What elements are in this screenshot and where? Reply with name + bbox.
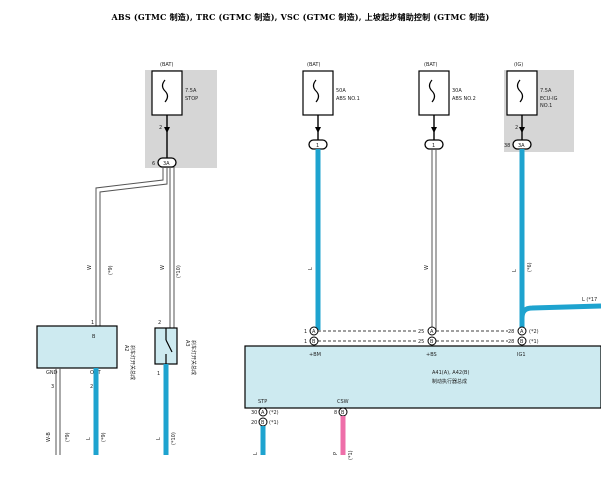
wire-abs1-color: L [308,267,314,270]
act-conn-30: A [261,410,265,416]
act-conn-1a: A [312,329,316,335]
wire-ig-color: L [512,269,518,272]
wire-stop-white [95,167,175,332]
actuator-bottom-pins: 30 A (*2) 20 B (*1) 8 B [251,407,348,427]
act-conn-8: B [341,410,345,416]
fuse-stop-pin: 2 [159,125,162,131]
a2-pin-b: B [92,334,96,340]
a2-pin-2: 2 [90,384,93,390]
fuse-ig-pin: 2 [515,125,518,131]
act-ref: A41(A), A42(B) [432,370,469,376]
connector-stop-pin: 6 [152,161,155,167]
act-conn-1b: B [312,339,316,345]
fuse-stop-rating: 7.5A [185,88,197,94]
fuse-ig-supply: (IG) [514,62,523,68]
act-label-ig1: IG1 [517,352,526,358]
act-pin-25b: 25 [418,339,424,345]
wire-branch-label: L (*17 [582,297,597,303]
act-note-28b: (*1) [529,339,539,345]
fuse-abs2-name: ABS NO.2 [452,96,476,102]
fuse-abs1-supply: (BAT) [307,62,320,68]
act-note-20: (*1) [269,420,279,426]
wire-stop-1-note: (*9) [108,265,114,275]
a3-wire-note: (*10) [171,432,177,445]
wire-ig-note: (*6) [527,262,533,272]
act-label-bs: +BS [426,352,437,358]
act-label-bm: +BM [309,352,321,358]
connector-ig: 3A 38 [504,139,532,150]
act-conn-28a: A [520,329,524,335]
fuse-abs2-supply: (BAT) [424,62,437,68]
act-conn-28b: B [520,339,524,345]
fuse-abs1-name: ABS NO.1 [336,96,360,102]
connector-abs1-pin: 1 [316,143,319,149]
a2-name: 刹车灯开关总成 [129,345,136,380]
a2-label-gnd: GND [46,370,58,376]
a2-pin-top: 1 [91,320,94,326]
wire-stop-2-note: (*10) [176,265,182,278]
connector-ig-pin: 38 [504,143,510,149]
connector-abs2-pin: 1 [432,143,435,149]
act-conn-25a: A [430,329,434,335]
connector-abs1: 1 [308,139,328,150]
a3-pin-bottom: 1 [157,371,160,377]
brake-switch-a2: 1 B GND OUT 3 2 A2 刹车灯开关总成 [36,320,136,390]
fuse-stop-name: STOP [185,96,198,102]
connector-abs2: 1 [424,139,444,150]
a2-pin-3: 3 [51,384,54,390]
fuse-stop: (BAT) 7.5A STOP 2 [151,62,198,131]
fuse-ig-name: ECU-IG [540,96,558,102]
a2-wire-gnd-note: (*9) [65,432,71,442]
a3-wire: L [156,437,162,440]
wire-abs2-color: W [424,265,430,270]
wire-stop-2-color: W [160,265,166,270]
act-wire-csw-note: (*1) [348,450,354,460]
act-wire-stp: L [253,452,259,455]
act-label-stp: STP [258,399,267,405]
act-pin-8: 8 [334,410,337,416]
act-conn-25b: B [430,339,434,345]
brake-actuator: +BM +BS IG1 A41(A), A42(B) 制动执行器总成 STP C… [244,345,601,409]
fuse-abs2-rating: 30A [452,88,462,94]
fuse-abs2: (BAT) 30A ABS NO.2 [418,62,476,116]
act-pin-20: 20 [251,420,257,426]
act-label-csw: CSW [337,399,349,405]
a3-pin-top: 2 [158,320,161,326]
act-pin-28a: 28 [508,329,514,335]
act-pin-1b: 1 [304,339,307,345]
connector-stop-tag: 3A [163,161,170,167]
act-name: 制动执行器总成 [432,378,467,385]
act-note-30: (*2) [269,410,279,416]
a3-ref: A3 [184,340,190,347]
act-note-28a: (*2) [529,329,539,335]
fuse-ig-name2: NO.1 [540,103,552,109]
a2-ref: A2 [123,345,129,352]
act-conn-20: B [261,420,265,426]
fuse-ig: (IG) 7.5A ECU-IG NO.1 2 [506,62,558,131]
a2-wire-gnd: W-B [46,432,52,442]
act-pin-1a: 1 [304,329,307,335]
fuse-ig-rating: 7.5A [540,88,552,94]
act-wire-csw: P [333,452,339,455]
act-pin-30: 30 [251,410,257,416]
connector-ig-tag: 3A [518,143,525,149]
a2-wire-out: L [86,437,92,440]
a3-name: 刹车灯开关总成 [190,340,197,375]
lamp-switch-a3: 2 1 A3 刹车灯开关总成 [154,320,197,377]
fuse-abs1: (BAT) 50A ABS NO.1 [302,62,360,116]
actuator-top-pins: 1 A 1 B 25 A 25 B 28 A (*2) 28 B (*1) [304,326,539,346]
fuse-abs1-rating: 50A [336,88,346,94]
fuse-stop-supply: (BAT) [160,62,173,68]
wire-stop-1-color: W [87,265,93,270]
a2-wire-out-note: (*9) [101,432,107,442]
page-title: ABS (GTMC 制造), TRC (GTMC 制造), VSC (GTMC … [111,12,490,22]
act-pin-25a: 25 [418,329,424,335]
act-pin-28b: 28 [508,339,514,345]
